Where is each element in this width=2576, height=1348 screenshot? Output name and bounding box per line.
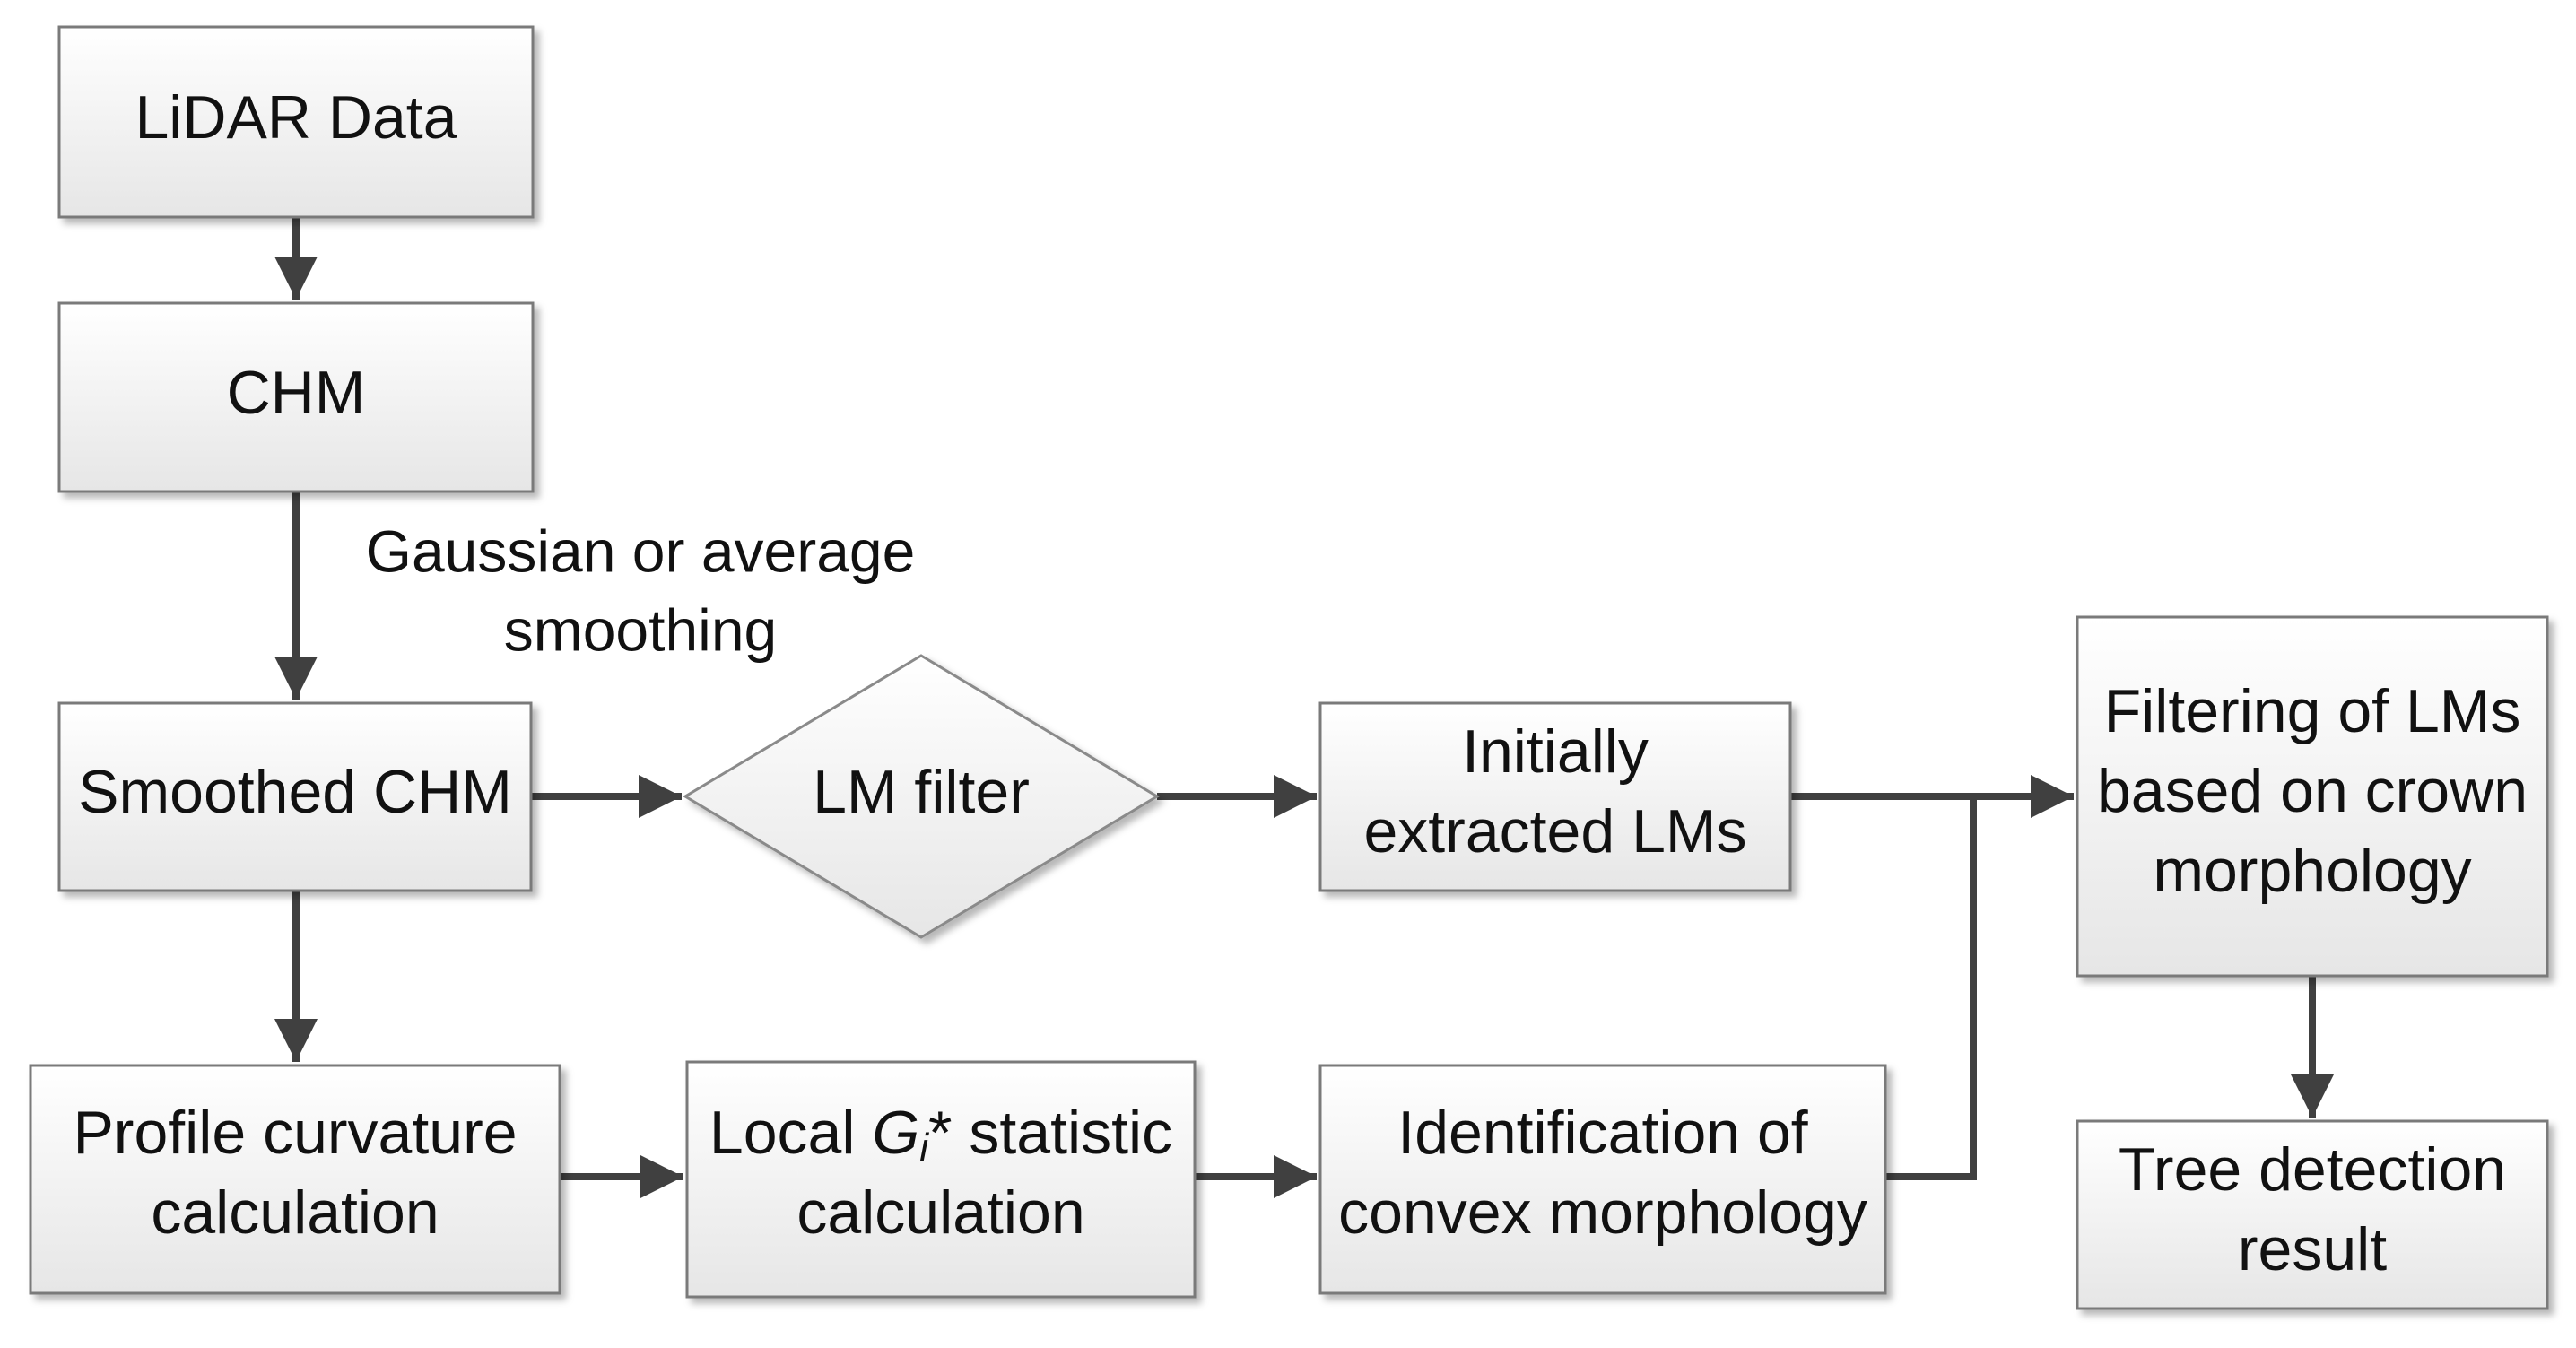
node-local-gi-line1: Local Gi* statistic [709, 1099, 1172, 1170]
local-gi-suffix: * statistic [928, 1099, 1172, 1167]
node-initially-extracted-line2: extracted LMs [1363, 797, 1746, 865]
node-identification-convex: Identification of convex morphology [1318, 1064, 1887, 1295]
node-filtering-line1: Filtering of LMs [2104, 677, 2521, 745]
node-lidar-data: LiDAR Data [57, 25, 535, 219]
node-filtering-of-lms: Filtering of LMs based on crown morpholo… [2076, 615, 2549, 978]
node-chm: CHM [57, 301, 535, 493]
node-initially-extracted-line1: Initially [1462, 717, 1649, 786]
node-tree-detection-line1: Tree detection [2119, 1135, 2506, 1204]
node-chm-label: CHM [227, 359, 366, 427]
edge-label-smoothing-line2: smoothing [504, 596, 778, 663]
node-identification-line1: Identification of [1397, 1099, 1808, 1167]
connectors [274, 217, 2334, 1198]
node-identification-line2: convex morphology [1338, 1178, 1867, 1247]
local-gi-symbol: G [872, 1099, 919, 1167]
node-smoothed-chm: Smoothed CHM [57, 701, 533, 892]
edge-label-smoothing-line1: Gaussian or average [366, 517, 916, 584]
node-tree-detection-line2: result [2238, 1215, 2387, 1283]
node-tree-detection-result: Tree detection result [2076, 1119, 2549, 1310]
node-filtering-line2: based on crown [2097, 757, 2528, 825]
node-local-gi-statistic: Local Gi* statistic calculation [685, 1060, 1197, 1299]
node-lm-filter: LM filter [683, 654, 1160, 939]
local-gi-prefix: Local [709, 1099, 872, 1167]
node-lidar-data-label: LiDAR Data [135, 83, 457, 152]
edge-label-smoothing: Gaussian or average smoothing [366, 517, 916, 663]
node-smoothed-chm-label: Smoothed CHM [78, 758, 512, 826]
node-filtering-line3: morphology [2153, 837, 2471, 905]
line-identification-to-junction [1885, 796, 1977, 1180]
node-lm-filter-label: LM filter [813, 758, 1030, 826]
local-gi-subscript: i [919, 1126, 929, 1170]
node-local-gi-line2: calculation [796, 1178, 1084, 1247]
node-profile-curvature: Profile curvature calculation [29, 1064, 561, 1295]
node-profile-curvature-line2: calculation [151, 1178, 439, 1247]
node-initially-extracted-lms: Initially extracted LMs [1318, 701, 1792, 892]
node-profile-curvature-line1: Profile curvature [73, 1099, 517, 1167]
